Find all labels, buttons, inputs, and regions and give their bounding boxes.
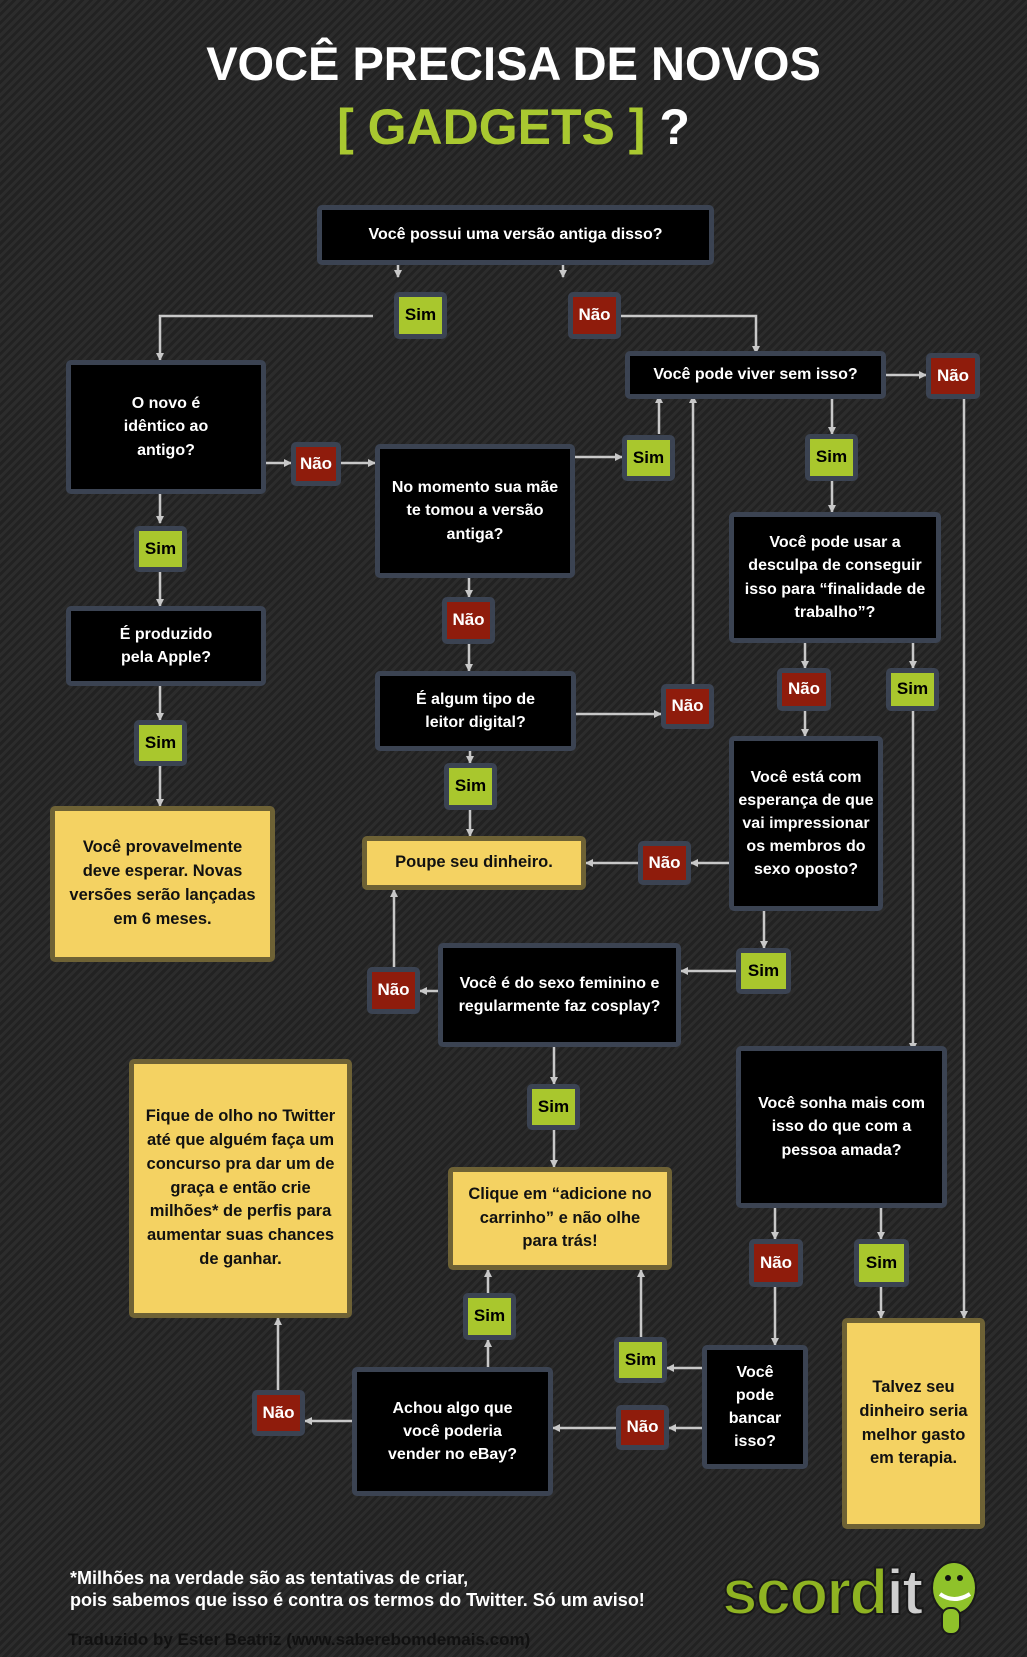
- result-wait: Você provavelmente deve esperar. Novas v…: [50, 806, 275, 962]
- arrow: [588, 314, 760, 354]
- question-q9: Você é do sexo feminino e regularmente f…: [438, 943, 681, 1047]
- label-nao: Não: [252, 1390, 305, 1436]
- question-q8: Você está com esperança de que vai impre…: [729, 736, 883, 911]
- arrow: [156, 314, 373, 361]
- label-nao: Não: [291, 442, 341, 486]
- result-therapy: Talvez seu dinheiro seria melhor gasto e…: [842, 1318, 985, 1529]
- question-q4: Você pode viver sem isso?: [625, 351, 886, 399]
- label-nao: Não: [568, 292, 621, 339]
- label-nao: Não: [367, 967, 420, 1014]
- title-line1: VOCÊ PRECISA DE NOVOS: [206, 37, 821, 90]
- label-sim: Sim: [886, 668, 939, 711]
- question-q7: É algum tipo de leitor digital?: [375, 671, 576, 751]
- translation-credit: Traduzido by Ester Beatriz (www.saberebo…: [68, 1630, 531, 1649]
- label-sim: Sim: [444, 763, 497, 810]
- label-sim: Sim: [394, 292, 447, 339]
- label-nao: Não: [661, 684, 714, 729]
- result-add-to-cart: Clique em “adicione no carrinho” e não o…: [448, 1167, 672, 1270]
- question-q1: Você possui uma versão antiga disso?: [317, 205, 714, 265]
- title-highlight: [ GADGETS ]: [337, 99, 646, 155]
- label-sim: Sim: [736, 948, 791, 994]
- result-save-money: Poupe seu dinheiro.: [362, 836, 586, 890]
- label-sim: Sim: [134, 526, 187, 572]
- logo-text: scord: [721, 1555, 889, 1629]
- question-q11: Achou algo que você poderia vender no eB…: [352, 1367, 553, 1496]
- label-sim: Sim: [622, 435, 675, 481]
- label-nao: Não: [926, 353, 980, 399]
- question-q2: O novo é idêntico ao antigo?: [66, 360, 266, 494]
- question-q6: É produzido pela Apple?: [66, 606, 266, 686]
- footnote-line1: *Milhões na verdade são as tentativas de…: [70, 1568, 469, 1588]
- scordit-logo: scordit: [721, 1555, 924, 1629]
- label-sim: Sim: [805, 434, 858, 481]
- label-nao: Não: [638, 841, 691, 885]
- question-q10: Você sonha mais com isso do que com a pe…: [736, 1046, 947, 1208]
- label-nao: Não: [777, 668, 831, 711]
- title-line2: [ GADGETS ] ?: [0, 98, 1027, 156]
- label-nao: Não: [616, 1405, 669, 1450]
- label-nao: Não: [442, 597, 495, 644]
- question-q12: Você pode bancar isso?: [702, 1345, 808, 1469]
- label-sim: Sim: [463, 1293, 516, 1340]
- label-sim: Sim: [527, 1084, 580, 1130]
- label-sim: Sim: [134, 720, 187, 766]
- title-question-mark: ?: [659, 99, 690, 155]
- logo-text-it: it: [885, 1555, 924, 1629]
- question-q3: No momento sua mãe te tomou a versão ant…: [375, 444, 575, 578]
- label-nao: Não: [749, 1239, 803, 1287]
- mascot-icon: [931, 1561, 977, 1635]
- result-twitter-contest: Fique de olho no Twitter até que alguém …: [129, 1059, 352, 1318]
- question-q5: Você pode usar a desculpa de conseguir i…: [729, 512, 941, 643]
- footnote-line2: pois sabemos que isso é contra os termos…: [70, 1590, 645, 1610]
- label-sim: Sim: [854, 1239, 909, 1287]
- label-sim: Sim: [614, 1337, 667, 1383]
